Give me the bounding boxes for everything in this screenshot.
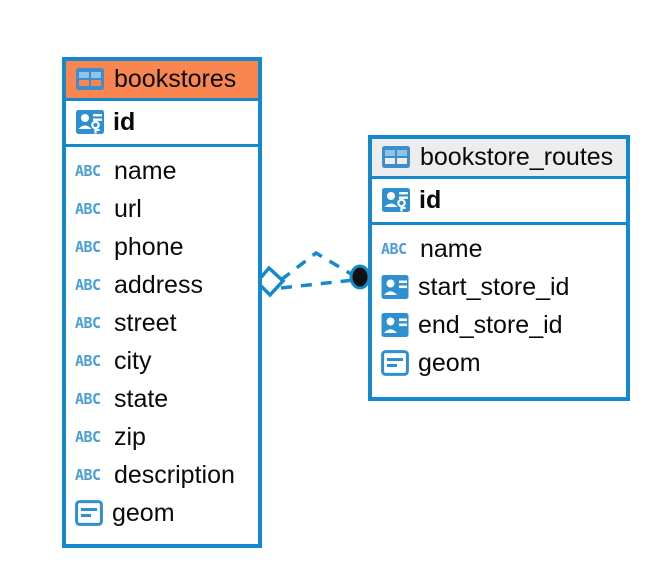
- abc-icon-label: ABC: [75, 428, 101, 447]
- abc-icon: ABC: [75, 390, 105, 408]
- abc-icon: ABC: [381, 240, 411, 258]
- field-name-name: name: [114, 157, 177, 186]
- relationship-marker-circle: [349, 264, 371, 290]
- table-icon: [381, 145, 411, 169]
- abc-icon-label: ABC: [75, 466, 101, 485]
- abc-icon: ABC: [75, 276, 105, 294]
- field-name-description: description: [114, 461, 235, 490]
- entity-name-bookstore-routes: bookstore_routes: [420, 143, 614, 171]
- table-icon: [75, 67, 105, 91]
- field-row-phone[interactable]: ABC phone: [75, 228, 249, 266]
- primary-key-icon: [381, 185, 411, 215]
- field-name-geom: geom: [112, 499, 175, 528]
- field-row-geom[interactable]: geom: [75, 494, 249, 532]
- field-row-state[interactable]: ABC state: [75, 380, 249, 418]
- field-name-state: state: [114, 385, 169, 414]
- field-list-bookstore-routes: ABC name start_store_id: [372, 225, 626, 390]
- entity-name-bookstores: bookstores: [114, 65, 237, 93]
- field-name-phone: phone: [114, 233, 184, 262]
- entity-header-bookstores[interactable]: bookstores: [66, 61, 258, 102]
- field-row-id-bookstores[interactable]: id: [66, 101, 258, 148]
- abc-icon-label: ABC: [75, 390, 101, 409]
- entity-bookstore-routes[interactable]: bookstore_routes id: [368, 135, 630, 401]
- field-name-id-bookstore-routes: id: [419, 186, 442, 215]
- field-name-end-store-id: end_store_id: [418, 311, 563, 340]
- abc-icon: ABC: [75, 314, 105, 332]
- abc-icon-label: ABC: [75, 200, 101, 219]
- abc-icon-label: ABC: [75, 276, 101, 295]
- abc-icon-label: ABC: [75, 162, 101, 181]
- field-row-street[interactable]: ABC street: [75, 304, 249, 342]
- field-name-zip: zip: [114, 423, 146, 452]
- field-row-description[interactable]: ABC description: [75, 456, 249, 494]
- geometry-icon: [381, 350, 409, 377]
- primary-key-icon: [75, 107, 105, 137]
- abc-icon: ABC: [75, 352, 105, 370]
- abc-icon-label: ABC: [75, 314, 101, 333]
- field-row-routes-name[interactable]: ABC name: [381, 230, 617, 268]
- field-row-start-store-id[interactable]: start_store_id: [381, 268, 617, 306]
- field-name-street: street: [114, 309, 177, 338]
- field-row-routes-geom[interactable]: geom: [381, 344, 617, 382]
- field-name-routes-geom: geom: [418, 349, 481, 378]
- field-name-routes-name: name: [420, 235, 483, 264]
- geometry-icon: [75, 500, 103, 527]
- field-name-id-bookstores: id: [113, 108, 136, 137]
- foreign-key-icon: [381, 312, 409, 338]
- relationship-line-start-store: [279, 250, 357, 282]
- field-row-name[interactable]: ABC name: [75, 152, 249, 190]
- field-row-id-bookstore-routes[interactable]: id: [372, 179, 626, 226]
- abc-icon: ABC: [75, 162, 105, 180]
- field-name-city: city: [114, 347, 152, 376]
- entity-bookstores[interactable]: bookstores id ABC: [62, 57, 262, 548]
- abc-icon: ABC: [75, 200, 105, 218]
- abc-icon-label: ABC: [75, 352, 101, 371]
- abc-icon: ABC: [75, 428, 105, 446]
- abc-icon: ABC: [75, 466, 105, 484]
- field-row-url[interactable]: ABC url: [75, 190, 249, 228]
- foreign-key-icon: [381, 274, 409, 300]
- field-name-start-store-id: start_store_id: [418, 273, 570, 302]
- relationship-line-end-store: [280, 278, 355, 290]
- field-row-address[interactable]: ABC address: [75, 266, 249, 304]
- field-row-zip[interactable]: ABC zip: [75, 418, 249, 456]
- field-list-bookstores: ABC name ABC url ABC phone AB: [66, 147, 258, 540]
- entity-header-bookstore-routes[interactable]: bookstore_routes: [372, 139, 626, 180]
- field-name-url: url: [114, 195, 142, 224]
- field-name-address: address: [114, 271, 203, 300]
- abc-icon-label: ABC: [381, 240, 407, 259]
- abc-icon: ABC: [75, 238, 105, 256]
- abc-icon-label: ABC: [75, 238, 101, 257]
- field-row-end-store-id[interactable]: end_store_id: [381, 306, 617, 344]
- field-row-city[interactable]: ABC city: [75, 342, 249, 380]
